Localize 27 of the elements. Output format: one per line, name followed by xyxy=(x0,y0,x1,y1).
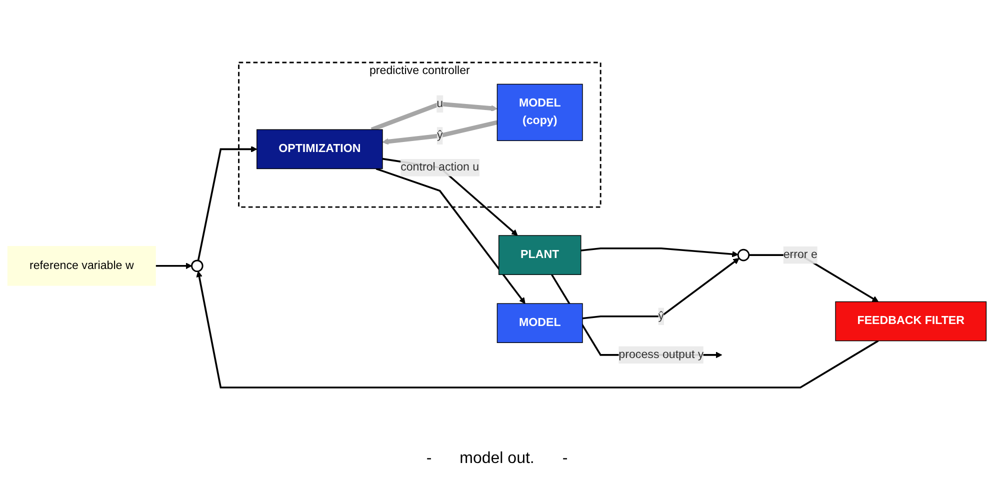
arrow xyxy=(582,258,740,320)
edge-label: error e xyxy=(783,248,818,261)
arrow xyxy=(376,168,526,304)
arrow xyxy=(382,158,518,236)
node-box: FEEDBACK FILTER xyxy=(835,301,987,342)
note-text: model out. xyxy=(460,450,534,468)
note-text: - xyxy=(562,450,568,468)
edge-label: ŷ xyxy=(436,129,443,142)
node-circle xyxy=(737,248,750,262)
arrow xyxy=(382,120,498,145)
node-box: MODEL (copy) xyxy=(496,84,583,142)
arrow xyxy=(550,274,722,358)
arrow xyxy=(156,262,192,270)
arrow xyxy=(580,247,738,258)
node-box: reference variable w xyxy=(7,246,156,286)
node-box: OPTIMIZATION xyxy=(256,129,383,170)
edge-label: u xyxy=(436,97,444,110)
edge-label: control action u xyxy=(400,161,480,174)
arrow xyxy=(196,270,879,388)
node-box: MODEL xyxy=(496,303,583,343)
edge-label: process output y xyxy=(618,348,704,361)
edge-label: ŷ xyxy=(658,310,664,322)
node-circle xyxy=(191,260,204,272)
node-box: PLANT xyxy=(498,235,582,275)
arrow xyxy=(370,102,498,132)
note-text: - xyxy=(426,450,432,468)
arrow xyxy=(197,146,258,261)
